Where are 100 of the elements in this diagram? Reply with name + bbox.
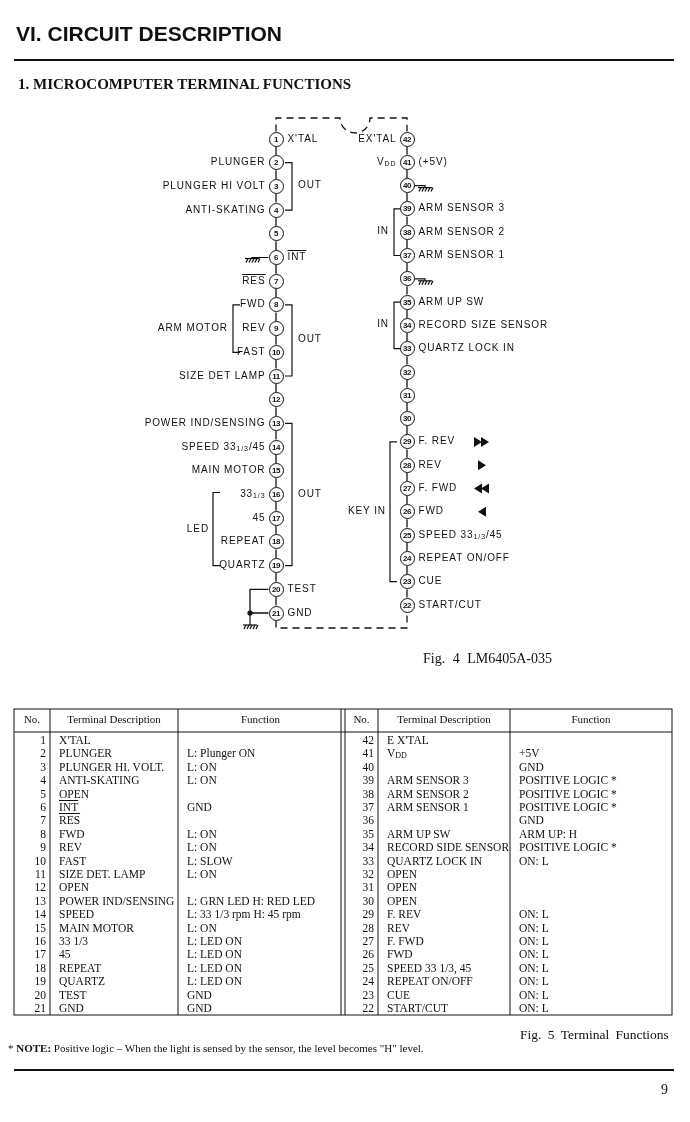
- pin-label: SPEED 33$_{1/3}$/45: [181, 440, 266, 452]
- terminal-description: REPEAT ON/OFF: [387, 975, 473, 989]
- pin-line: [275, 572, 277, 583]
- pin-circle: 39: [399, 201, 415, 217]
- terminal-number: 20: [34, 988, 46, 1002]
- function-text: GND: [187, 988, 212, 1002]
- pin-label: FAST: [236, 345, 266, 357]
- pin-line: [275, 145, 277, 156]
- pin-line: [406, 425, 408, 436]
- pin-line: [275, 596, 277, 607]
- pin-line: [406, 169, 408, 179]
- figure-caption: Fig. 4 LM6405A-035: [423, 651, 552, 667]
- pin-label: TEST: [287, 582, 317, 594]
- function-text: POSITIVE LOGIC *: [519, 801, 617, 814]
- pin-circle: 19: [268, 558, 284, 574]
- function-text: GND: [187, 801, 212, 814]
- terminal-number: 36: [362, 814, 374, 828]
- terminal-number: 6: [40, 801, 46, 814]
- function-text: ON: L: [519, 921, 549, 935]
- function-text: L: LED ON: [187, 961, 242, 975]
- pin-line: [275, 335, 277, 346]
- pin-line: [275, 548, 277, 559]
- pin-label: REV: [418, 458, 442, 470]
- pin-circle: 25: [399, 527, 415, 543]
- footnote: *NOTE: Positive logic – When the light is sensed by the sensor, the level becomes "H" level.: [8, 1042, 424, 1054]
- terminal-description: OPEN: [387, 868, 418, 881]
- pin-line: [406, 518, 408, 529]
- terminal-description: QUARTZ LOCK IN: [387, 854, 483, 868]
- pin-circle: 15: [268, 463, 284, 479]
- function-text: L: LED ON: [187, 948, 242, 962]
- pin-label: ARM SENSOR 3: [418, 202, 505, 214]
- terminal-number: 23: [362, 988, 374, 1002]
- pin-circle: 18: [268, 534, 284, 550]
- pin-line: [406, 448, 408, 459]
- terminal-description: QUARTZ: [59, 975, 105, 989]
- pin-circle: 32: [399, 364, 415, 380]
- pin-circle: 35: [399, 294, 415, 310]
- pin-line: [275, 193, 277, 204]
- terminal-number: 39: [362, 774, 374, 788]
- terminal-description: PLUNGER: [59, 747, 113, 761]
- function-text: L: ON: [187, 841, 217, 855]
- column-header: Function: [571, 713, 611, 726]
- terminal-description: FAST: [59, 854, 87, 868]
- terminal-description: OPEN: [387, 881, 418, 895]
- pin-circle: 21: [268, 605, 284, 621]
- pin-circle: 29: [399, 434, 415, 450]
- pin-circle: 31: [399, 387, 415, 403]
- function-text: L: LED ON: [187, 975, 242, 989]
- column-header: Function: [240, 713, 281, 726]
- pin-label: (+5V): [418, 155, 448, 167]
- terminal-description: ARM SENSOR 3: [387, 774, 469, 788]
- pin-label: MAIN MOTOR: [191, 464, 266, 476]
- terminal-number: 11: [34, 868, 46, 881]
- pin-circle: 14: [268, 439, 284, 455]
- pin-line: [275, 359, 277, 370]
- function-text: L: ON: [187, 760, 217, 774]
- pin-circle: 36: [399, 271, 415, 287]
- terminal-number: 9: [40, 841, 46, 855]
- terminal-number: 40: [362, 760, 374, 774]
- terminal-description: FWD: [59, 827, 85, 841]
- pin-circle: 11: [268, 368, 284, 384]
- package-outline: [275, 117, 408, 134]
- pin-circle: 22: [399, 597, 415, 613]
- pin-label: ANTI-SKATING: [185, 203, 266, 215]
- pin-label: SIZE DET LAMP: [178, 369, 266, 381]
- pin-circle: 2: [268, 155, 284, 171]
- pin-circle: 40: [399, 178, 415, 194]
- terminal-number: 14: [34, 908, 46, 922]
- terminal-description: GND: [59, 1002, 84, 1015]
- pin-line: [275, 477, 277, 488]
- pin-label: REPEAT ON/OFF: [418, 551, 510, 563]
- terminal-number: 8: [40, 827, 46, 841]
- pin-line: [275, 240, 277, 251]
- pin-line: [406, 472, 408, 482]
- group-label: ARM MOTOR: [157, 321, 228, 333]
- terminal-number: 31: [362, 881, 374, 895]
- figure-caption: Fig. 5 Terminal Functions: [520, 1027, 669, 1043]
- pin-line: [275, 453, 277, 464]
- terminal-description: INT: [59, 801, 79, 814]
- pin-circle: 23: [399, 574, 415, 590]
- pin-line: [275, 288, 277, 299]
- terminal-description: START/CUT: [387, 1002, 448, 1015]
- function-text: ON: L: [519, 961, 549, 975]
- column-header: No.: [353, 713, 370, 726]
- terminal-number: 29: [362, 908, 374, 922]
- pin-label: 45: [252, 511, 266, 523]
- pin-label: START/CUT: [418, 598, 482, 610]
- terminal-description: V$_{DD}$: [387, 747, 407, 761]
- terminal-number: 19: [34, 975, 46, 989]
- group-label: OUT: [298, 179, 322, 191]
- group-label: KEY IN: [348, 504, 386, 516]
- pin-line: [275, 430, 277, 441]
- pin-line: [406, 192, 408, 203]
- pin-line: [406, 402, 408, 412]
- pin-circle: 27: [399, 481, 415, 496]
- terminal-number: 35: [362, 827, 374, 841]
- function-text: POSITIVE LOGIC *: [519, 787, 617, 801]
- function-text: ARM UP: H: [519, 827, 578, 841]
- pin-label: RECORD SIZE SENSOR: [418, 318, 549, 330]
- pin-circle: 13: [268, 415, 284, 431]
